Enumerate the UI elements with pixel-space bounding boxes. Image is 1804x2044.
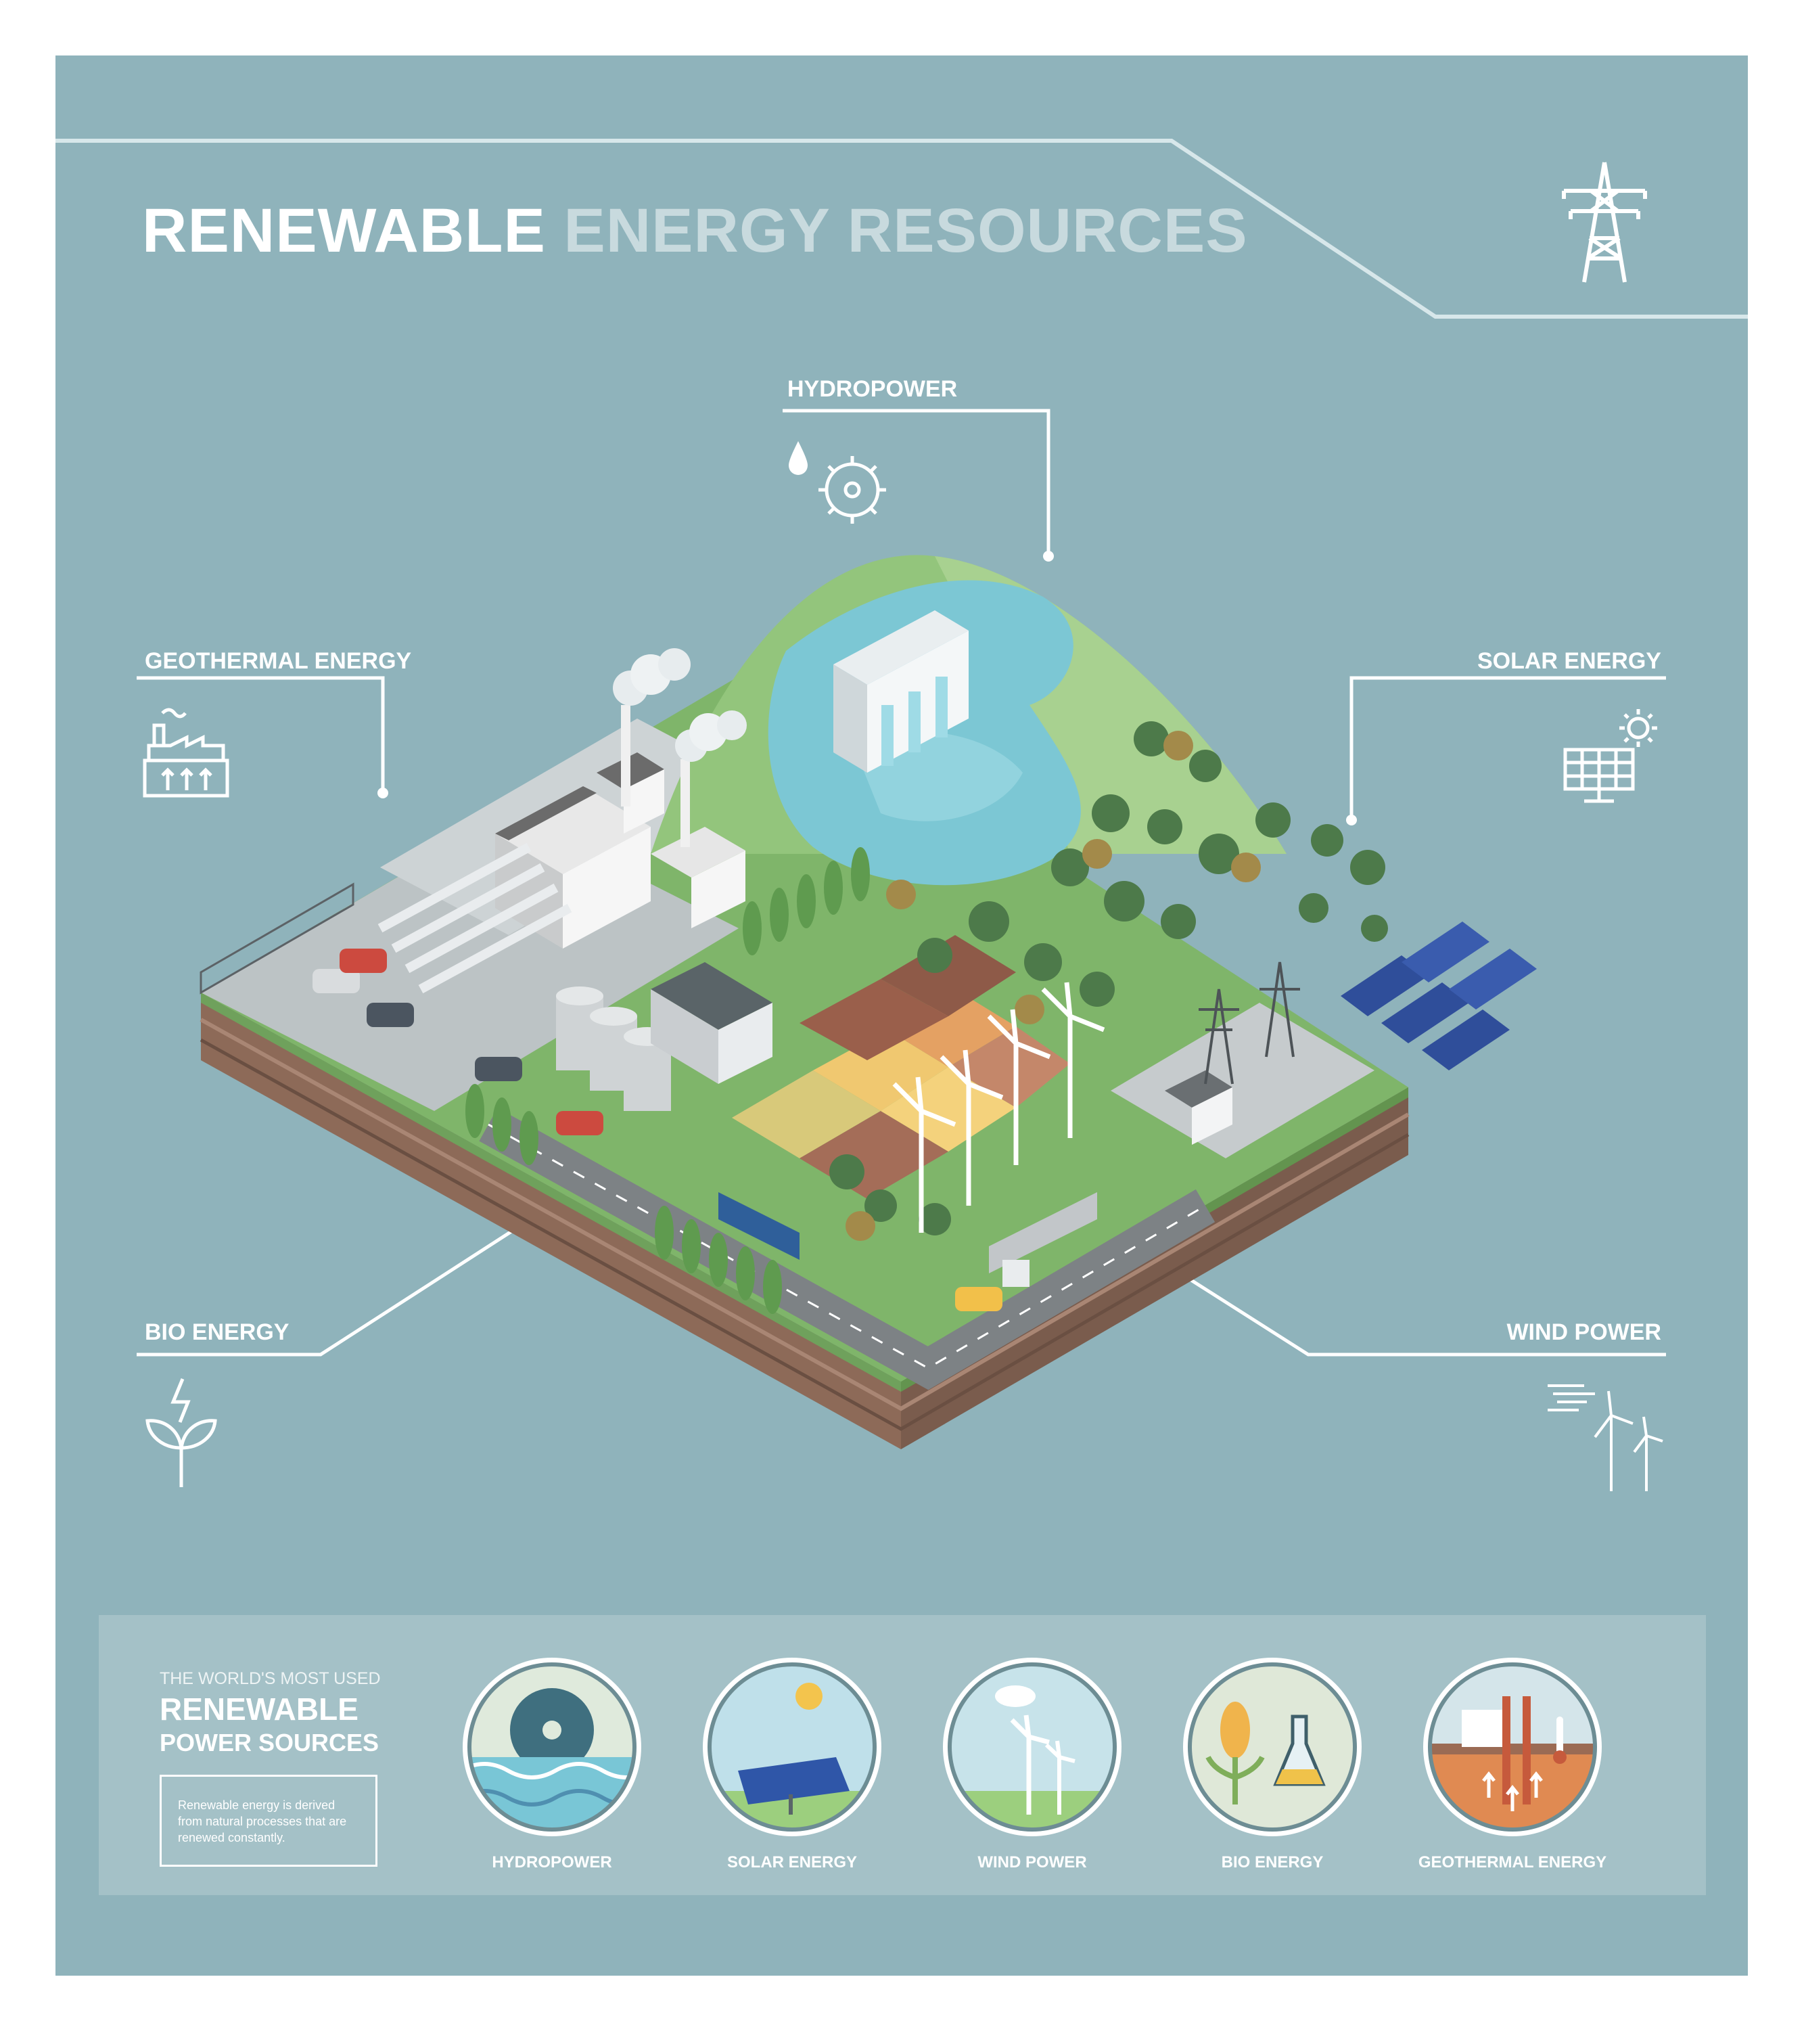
panel-kicker: THE WORLD'S MOST USED: [160, 1669, 381, 1688]
cars: [313, 949, 1002, 1311]
summary-panel: THE WORLD'S MOST USED RENEWABLE POWER SO…: [99, 1615, 1706, 1895]
circle-label-hydropower: HYDROPOWER: [492, 1853, 612, 1871]
label-wind: WIND POWER: [1506, 1319, 1661, 1345]
panel-subheading: POWER SOURCES: [160, 1729, 379, 1756]
solar-panels: [1341, 922, 1537, 1070]
hydro-dam: [833, 610, 969, 773]
isometric-landscape: [200, 555, 1537, 1449]
silos-barn: [556, 962, 772, 1111]
circle-label-solar: SOLAR ENERGY: [726, 1853, 858, 1871]
label-solar: SOLAR ENERGY: [1477, 648, 1661, 674]
hydropower-circle-icon: [463, 1658, 641, 1836]
wind-turbines: [892, 982, 1105, 1233]
vehicles: [718, 1192, 1097, 1287]
bio-energy-icon: [145, 1378, 217, 1487]
circle-label-geothermal: GEOTHERMAL ENERGY: [1418, 1853, 1607, 1871]
circle-label-bio: BIO ENERGY: [1221, 1853, 1324, 1871]
hydropower-icon: [789, 441, 886, 524]
panel-description-box: Renewable energy is derived from natural…: [160, 1775, 377, 1867]
callout-lines: [137, 409, 1666, 1357]
trees: [829, 721, 1388, 1235]
infographic-frame: RENEWABLE ENERGY RESOURCES HYDROPOWER GE…: [55, 55, 1748, 1976]
solar-icon: [1563, 709, 1657, 803]
label-hydropower: HYDROPOWER: [787, 376, 958, 402]
panel-description: Renewable energy is derived from natural…: [178, 1798, 347, 1844]
page-title: RENEWABLE ENERGY RESOURCES: [142, 196, 1248, 265]
wind-power-icon: [1548, 1384, 1663, 1491]
panel-heading: RENEWABLE: [160, 1691, 359, 1727]
substation: [1111, 961, 1374, 1158]
poplar-trees: [465, 847, 870, 1314]
geothermal-icon: [143, 708, 229, 798]
geothermal-plant: [377, 648, 747, 994]
wind-circle-icon: [943, 1658, 1121, 1836]
label-bio: BIO ENERGY: [145, 1319, 290, 1345]
autumn-trees: [846, 731, 1261, 1241]
fence: [200, 882, 354, 995]
geothermal-circle-icon: [1423, 1658, 1602, 1836]
power-pylon-icon: [1562, 162, 1647, 283]
bio-circle-icon: [1183, 1658, 1362, 1836]
solar-circle-icon: [703, 1658, 881, 1836]
header-line: [55, 139, 1748, 319]
circle-label-wind: WIND POWER: [977, 1853, 1087, 1871]
label-geothermal: GEOTHERMAL ENERGY: [145, 648, 412, 674]
